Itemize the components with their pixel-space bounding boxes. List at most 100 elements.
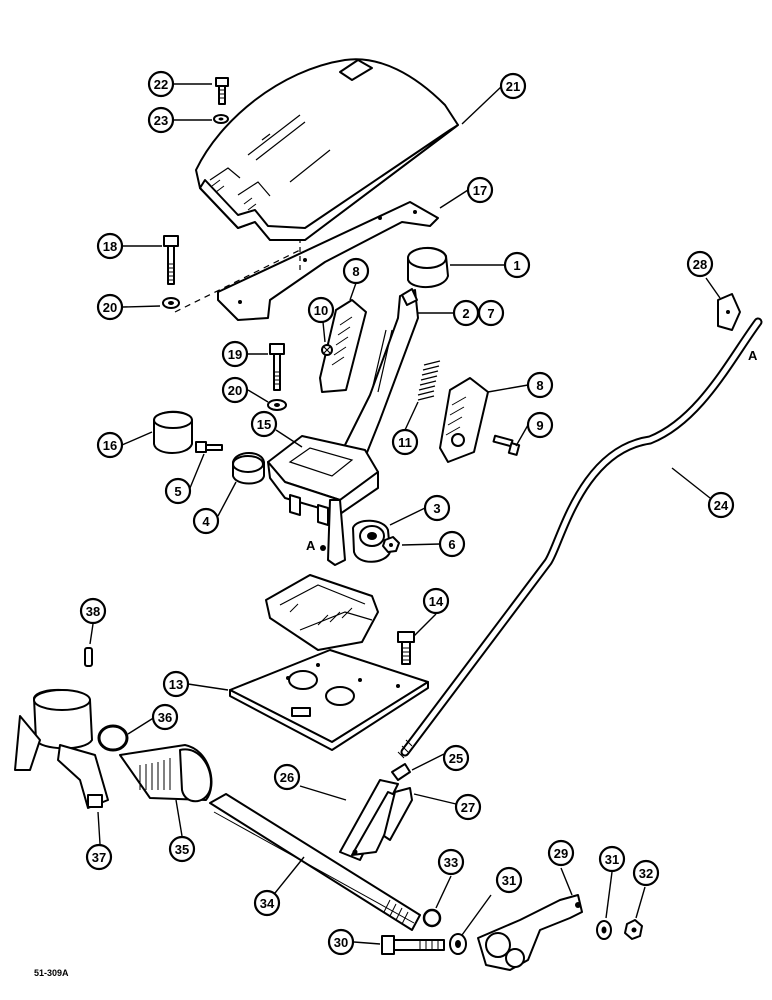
callout-33: 33 xyxy=(437,848,465,876)
leader-lines xyxy=(89,83,721,945)
svg-text:17: 17 xyxy=(473,183,487,198)
part-8-guide-upper xyxy=(319,299,367,393)
svg-text:3: 3 xyxy=(433,501,440,516)
part-24-shift-rod xyxy=(397,317,763,759)
part-29-lever xyxy=(477,894,583,971)
svg-text:15: 15 xyxy=(257,417,271,432)
part-27-pin xyxy=(383,787,413,841)
part-5-screw xyxy=(195,441,223,453)
svg-text:9: 9 xyxy=(536,418,543,433)
view-letter-a-lever: A xyxy=(306,538,316,553)
svg-text:8: 8 xyxy=(536,378,543,393)
callout-10: 10 xyxy=(307,296,335,324)
svg-text:31: 31 xyxy=(502,873,516,888)
callout-1: 1 xyxy=(503,251,531,279)
svg-text:14: 14 xyxy=(429,594,444,609)
part-14-bolt xyxy=(397,631,415,665)
callout-14: 14 xyxy=(422,587,450,615)
callout-22: 22 xyxy=(147,70,175,98)
svg-text:24: 24 xyxy=(714,498,729,513)
callout-34: 34 xyxy=(253,889,281,917)
callout-32: 32 xyxy=(632,859,660,887)
view-letter-a-rod: A xyxy=(748,348,758,363)
svg-text:30: 30 xyxy=(334,935,348,950)
svg-text:7: 7 xyxy=(487,306,494,321)
svg-text:13: 13 xyxy=(169,677,183,692)
part-33-snap-ring xyxy=(422,908,442,928)
callout-20-lower: 20 xyxy=(221,376,249,404)
part-35-splined-sleeve xyxy=(119,744,213,803)
part-36-o-ring xyxy=(97,724,129,752)
part-30-bolt xyxy=(381,935,445,955)
part-22-bolt xyxy=(215,77,229,105)
part-17-gasket xyxy=(174,201,439,321)
callout-29: 29 xyxy=(547,839,575,867)
callout-21: 21 xyxy=(499,72,527,100)
callout-8-upper: 8 xyxy=(342,257,370,285)
part-1-knob xyxy=(407,247,449,288)
part-34-shaft xyxy=(209,793,421,931)
part-8-guide-right xyxy=(439,377,489,463)
callout-20-upper: 20 xyxy=(96,293,124,321)
part-4-roller xyxy=(232,452,265,485)
callout-31-left: 31 xyxy=(495,866,523,894)
svg-text:16: 16 xyxy=(103,438,117,453)
callout-8-right: 8 xyxy=(526,371,554,399)
part-28-clip xyxy=(717,293,741,331)
svg-text:11: 11 xyxy=(398,435,412,450)
svg-text:19: 19 xyxy=(228,347,242,362)
part-38-pin xyxy=(84,647,93,667)
svg-text:21: 21 xyxy=(506,79,520,94)
part-21-shift-cover xyxy=(195,58,459,241)
callout-24: 24 xyxy=(707,491,735,519)
svg-text:37: 37 xyxy=(92,850,106,865)
svg-text:28: 28 xyxy=(693,257,707,272)
part-13-plate xyxy=(229,649,429,751)
callout-15: 15 xyxy=(250,410,278,438)
svg-text:10: 10 xyxy=(314,303,328,318)
svg-text:22: 22 xyxy=(154,77,168,92)
callout-25: 25 xyxy=(442,744,470,772)
callout-3: 3 xyxy=(423,494,451,522)
callout-36: 36 xyxy=(151,703,179,731)
svg-text:33: 33 xyxy=(444,855,458,870)
svg-text:5: 5 xyxy=(174,484,181,499)
callout-19: 19 xyxy=(221,340,249,368)
callout-26: 26 xyxy=(273,763,301,791)
svg-text:20: 20 xyxy=(228,383,242,398)
part-lower-housing xyxy=(265,574,379,651)
svg-text:2: 2 xyxy=(462,306,469,321)
part-16-bushing xyxy=(153,410,193,454)
svg-text:25: 25 xyxy=(449,751,463,766)
part-9-screw xyxy=(492,434,521,456)
svg-text:29: 29 xyxy=(554,846,568,861)
svg-text:31: 31 xyxy=(605,852,619,867)
callout-13: 13 xyxy=(162,670,190,698)
callout-23: 23 xyxy=(147,106,175,134)
svg-text:35: 35 xyxy=(175,842,189,857)
drawing-reference: 51-309A xyxy=(34,968,69,978)
part-18-bolt xyxy=(163,235,179,285)
svg-text:20: 20 xyxy=(103,300,117,315)
part-20-washer-lower xyxy=(267,399,287,411)
svg-text:8: 8 xyxy=(352,264,359,279)
callout-2: 2 xyxy=(452,299,480,327)
svg-text:1: 1 xyxy=(513,258,520,273)
callouts: 22 23 21 17 18 20 1 8 2 7 10 19 20 8 11 … xyxy=(79,70,735,956)
svg-text:18: 18 xyxy=(103,239,117,254)
callout-31-right: 31 xyxy=(598,845,626,873)
part-19-bolt xyxy=(269,343,285,391)
part-11-spring xyxy=(417,360,441,401)
callout-4: 4 xyxy=(192,507,220,535)
svg-text:26: 26 xyxy=(280,770,294,785)
part-20-washer-upper xyxy=(162,297,180,309)
svg-text:38: 38 xyxy=(86,604,100,619)
svg-text:36: 36 xyxy=(158,710,172,725)
part-25-clip xyxy=(391,763,411,781)
callout-35: 35 xyxy=(168,835,196,863)
svg-text:6: 6 xyxy=(448,537,455,552)
svg-text:27: 27 xyxy=(461,800,475,815)
callout-38: 38 xyxy=(79,597,107,625)
svg-text:32: 32 xyxy=(639,866,653,881)
part-23-washer xyxy=(213,114,229,124)
